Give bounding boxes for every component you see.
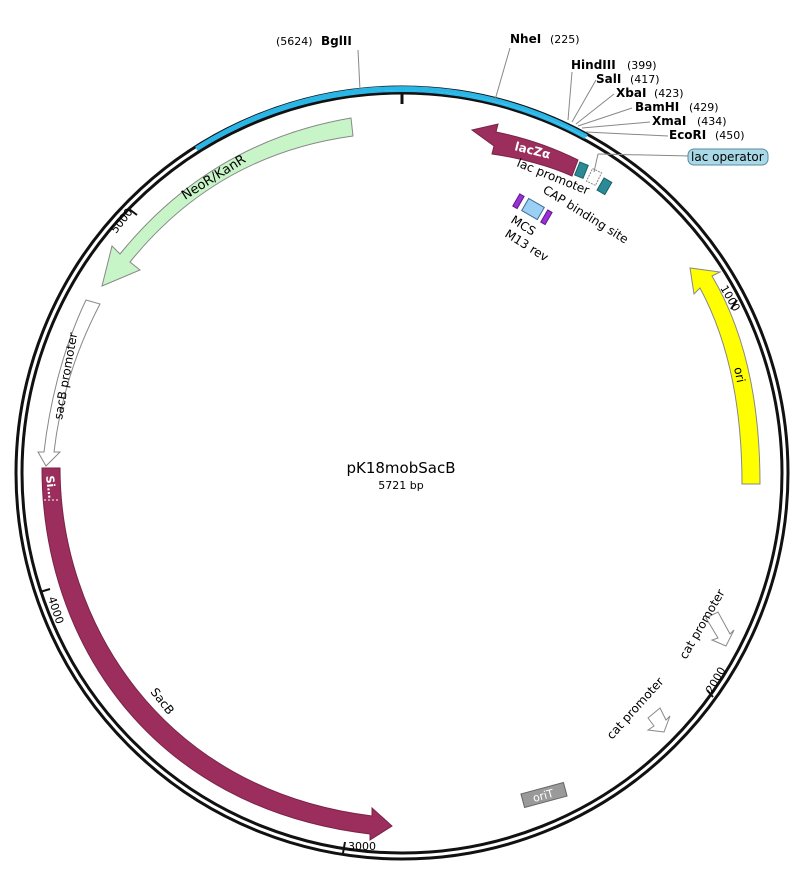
lac-operator-callout-label: lac operator [691,150,764,164]
site-nhei-name: NheI [510,32,541,46]
site-bglii: (5624) BglII [276,34,352,48]
lac-operator-leader-2 [597,153,691,157]
tick-5000: 5000 [108,206,138,236]
m13-rev-box-left [512,193,525,210]
tick-2000: 2000 [703,665,729,698]
site-xmai: XmaI (434) [652,114,727,128]
site-bamhi-name: BamHI [635,100,679,114]
site-sali-name: SalI [596,72,621,86]
plasmid-name: pK18mobSacB [346,459,455,477]
cat-promoter-label-2: cat promoter [604,675,667,742]
lac-operator-callout [687,148,769,166]
site-ecori-pos: (450) [715,129,745,142]
lacza-arrow [470,123,579,177]
site-sali: SalI (417) [596,72,660,86]
leader-hindiii [567,71,573,121]
leader-ecori [585,131,669,137]
leader-bamhi [577,107,633,127]
lac-operator-box [585,167,603,187]
site-xmai-pos: (434) [697,115,727,128]
tick-label-2000: 2000 [703,665,728,696]
m13-rev-box-right [540,209,553,226]
leader-nhei [494,47,511,101]
leader-sali [571,79,597,123]
ori-label: ori [731,366,748,384]
site-xmai-name: XmaI [652,114,686,128]
site-hindiii: HindIII (399) [571,58,657,72]
mcs-box [521,197,545,221]
sacb-signal-label: Si… [43,475,58,499]
cap-binding-site-box [596,177,613,196]
leader-xbai [575,93,615,125]
tick-3000: 3000 [342,840,376,854]
neor-kanr-arrow [101,117,354,287]
site-ecori: EcoRI (450) [669,128,745,142]
lac-promoter-box [574,161,589,180]
sacb-promoter-arrow [37,299,101,467]
site-bamhi: BamHI (429) [635,100,719,114]
plasmid-length: 5721 bp [378,479,423,492]
leader-bglii [357,49,361,91]
site-ecori-name: EcoRI [669,128,706,142]
orit-box [520,781,568,809]
lac-operator-leader [593,153,599,173]
mcs-band-inner [195,86,588,150]
orit-label: oriT [531,787,555,805]
cat-promoter-arrow-2 [646,707,671,733]
site-hindiii-pos: (399) [627,59,657,72]
site-hindiii-name: HindIII [571,58,616,72]
neor-kanr-label: NeoR/KanR [179,152,249,203]
site-bamhi-pos: (429) [689,101,719,114]
site-xbai: XbaI (423) [616,86,684,100]
site-sali-pos: (417) [630,73,660,86]
sacb-promoter-label: sacB promoter [51,331,80,420]
tick-label-3000: 3000 [348,840,376,853]
site-xbai-name: XbaI [616,86,646,100]
sacb-arrow [41,467,393,841]
site-leaders [357,47,669,137]
leader-xmai [581,121,651,129]
site-nhei: NheI (225) [510,32,580,46]
ori-arrow [689,267,761,485]
mcs-band-mid [196,90,586,151]
site-xbai-pos: (423) [654,87,684,100]
site-nhei-pos: (225) [550,33,580,46]
cat-promoter-arrow-1 [705,611,735,647]
site-bglii-pos: (5624) [276,35,313,48]
site-bglii-name: BglII [321,34,352,48]
